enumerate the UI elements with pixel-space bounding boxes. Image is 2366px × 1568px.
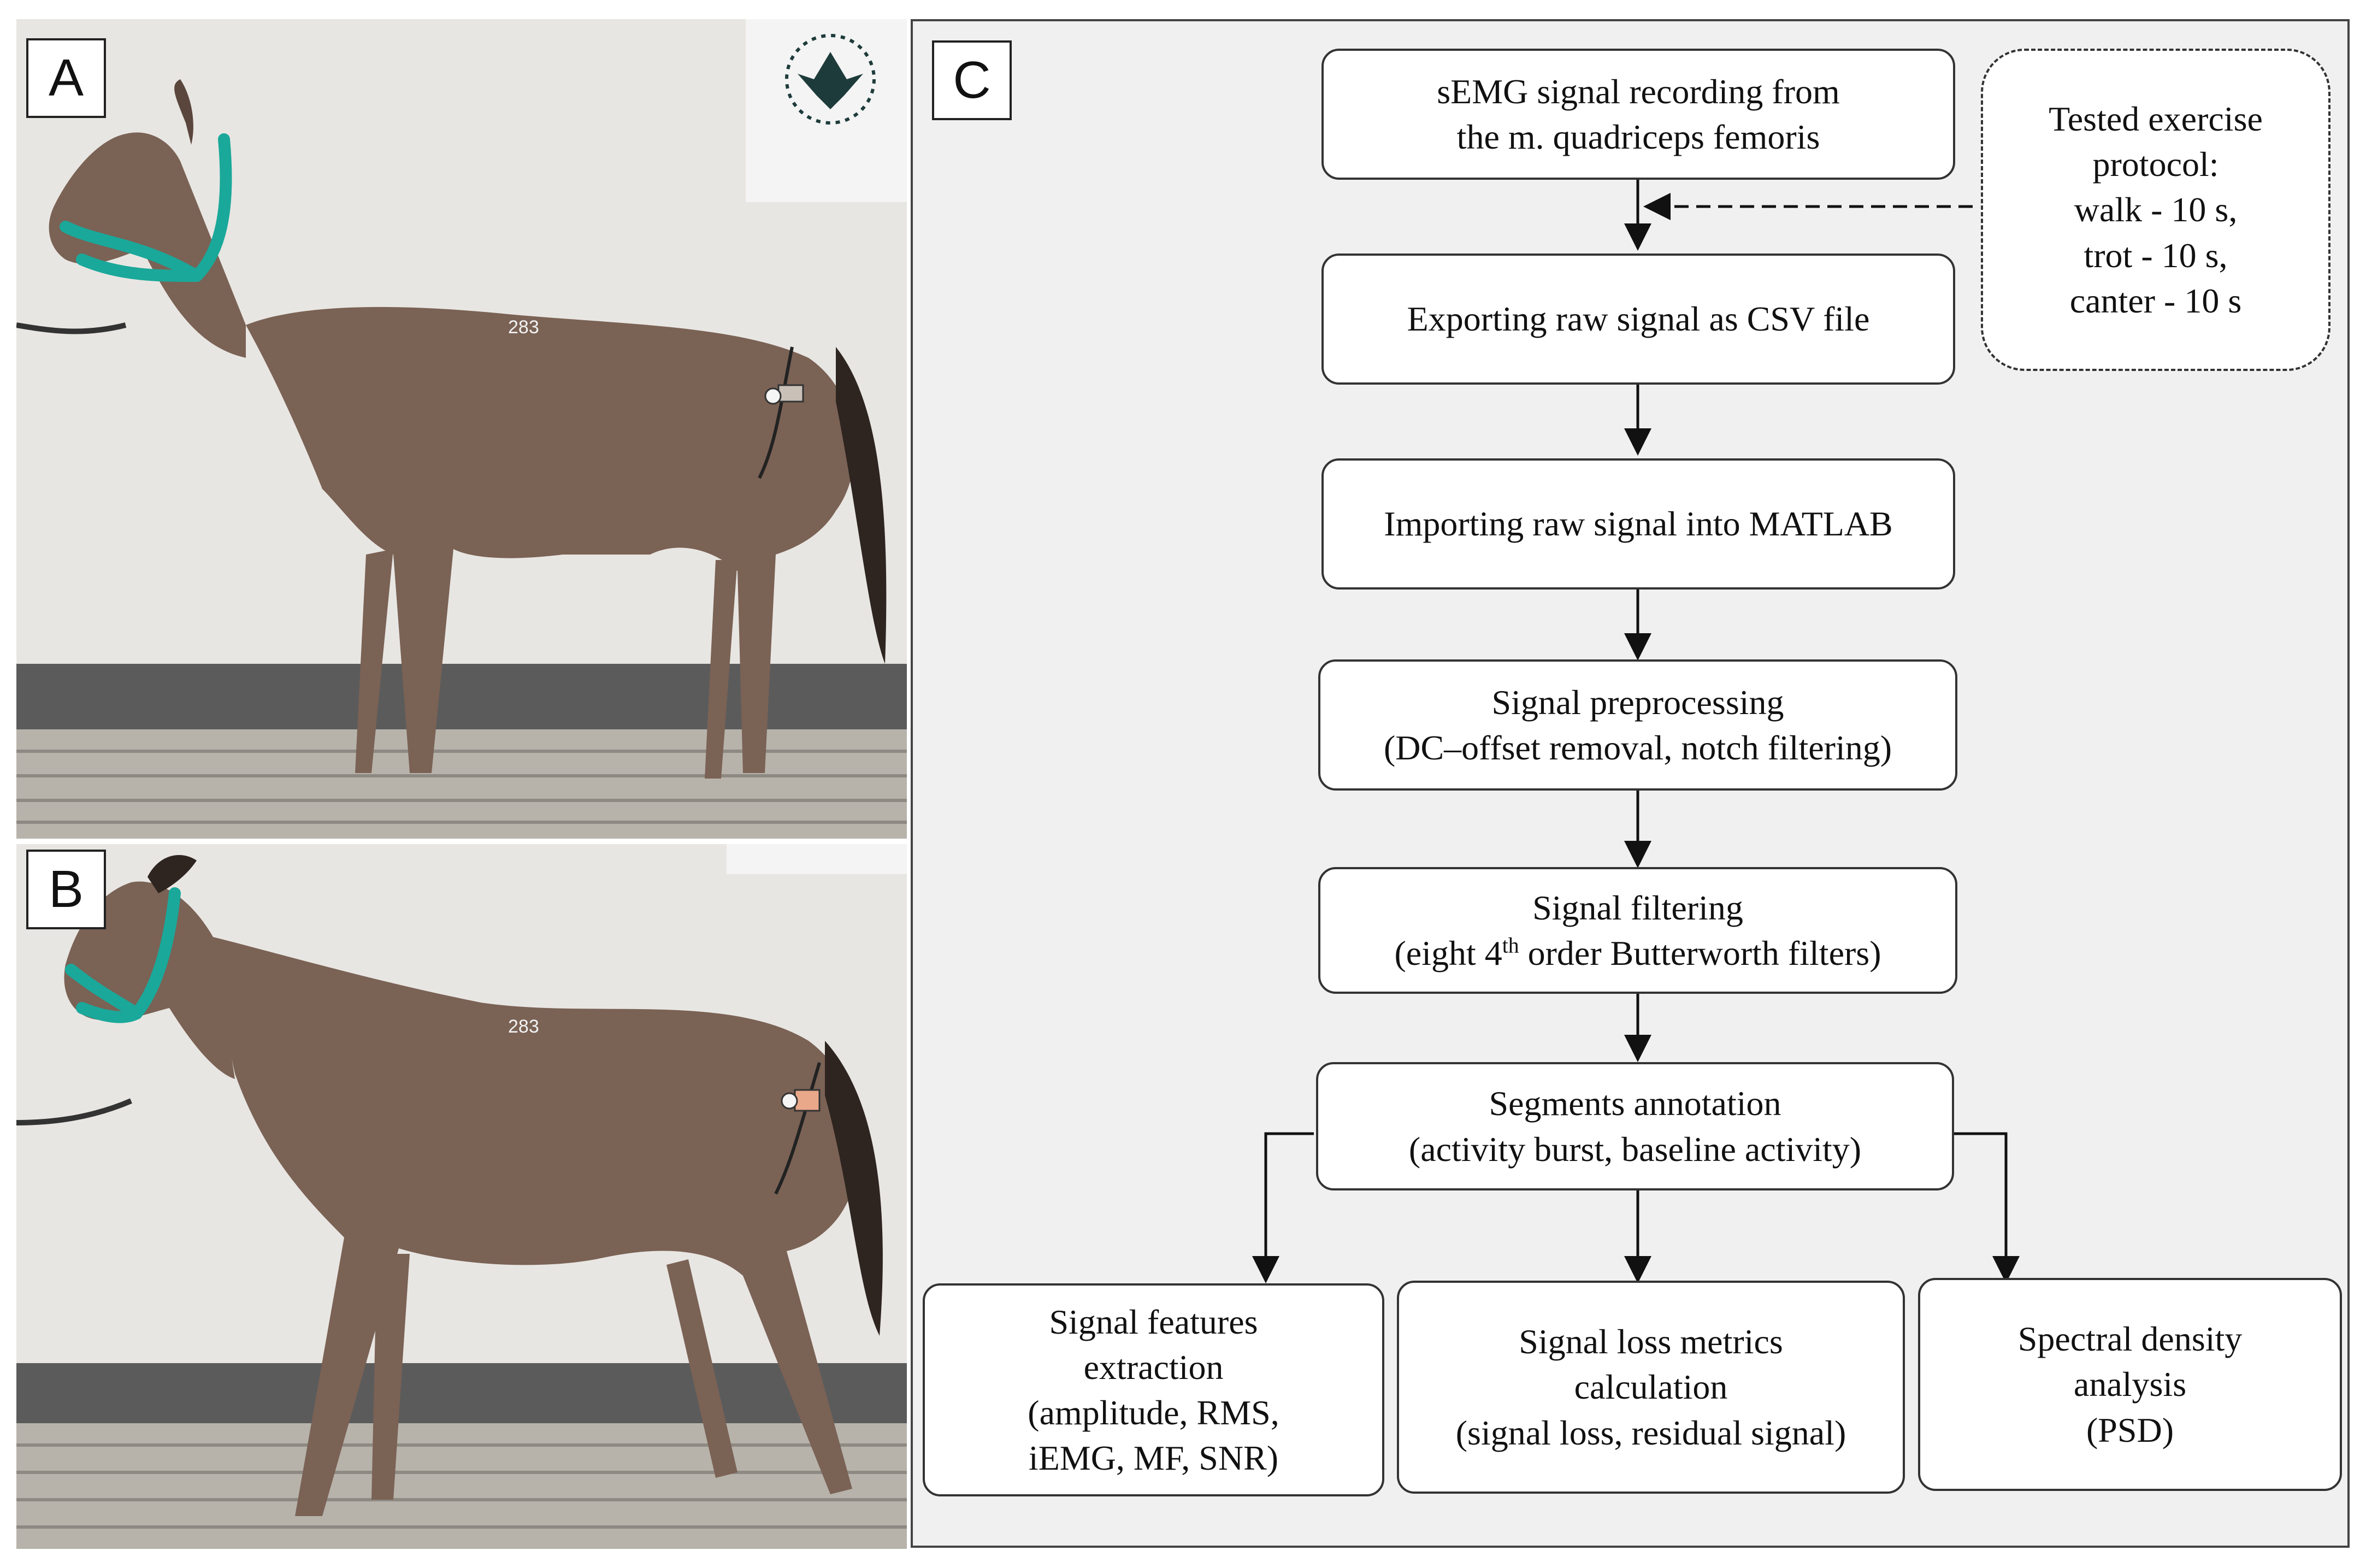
out2-line1: Signal loss metrics — [1519, 1322, 1783, 1361]
output-spectral-density: Spectral density analysis (PSD) — [1918, 1278, 2342, 1491]
step-semg-recording-line2: the m. quadriceps femoris — [1456, 117, 1820, 156]
out3-line3: (PSD) — [2086, 1410, 2174, 1449]
output-feature-extraction: Signal features extraction (amplitude, R… — [923, 1283, 1384, 1496]
photo-panel-b: 283 B — [16, 844, 907, 1549]
step-import-matlab-line1: Importing raw signal into MATLAB — [1384, 504, 1893, 544]
step-filtering: Signal filtering (eight 4th order Butter… — [1318, 867, 1957, 994]
arrow-step6-out3 — [1952, 1132, 2020, 1283]
step-annotation-line2: (activity burst, baseline activity) — [1408, 1129, 1862, 1169]
protocol-line3: walk - 10 s, — [2074, 190, 2238, 229]
semg-sensor-icon — [758, 346, 804, 479]
horse-number-b: 283 — [508, 1016, 539, 1037]
step-filtering-line2-a: (eight 4 — [1394, 934, 1502, 972]
photo-panel-a: 283 A — [16, 19, 907, 839]
step-semg-recording: sEMG signal recording from the m. quadri… — [1321, 49, 1955, 180]
panel-label-a: A — [26, 38, 106, 118]
step-filtering-line2-b: order Butterworth filters) — [1519, 934, 1881, 972]
horse-photo-a: 283 — [16, 19, 907, 839]
flowchart-panel-c: C sEMG signal recording from the m. quad… — [911, 19, 2350, 1548]
step-preprocessing-line1: Signal preprocessing — [1491, 682, 1784, 722]
exercise-protocol-note: Tested exercise protocol: walk - 10 s, t… — [1981, 49, 2330, 371]
step-import-matlab: Importing raw signal into MATLAB — [1321, 458, 1955, 590]
out3-line1: Spectral density — [2017, 1319, 2243, 1359]
out1-line2: extraction — [1083, 1347, 1224, 1387]
protocol-line4: trot - 10 s, — [2084, 235, 2228, 275]
output-signal-loss-metrics: Signal loss metrics calculation (signal … — [1397, 1281, 1905, 1494]
step-preprocessing-line2: (DC–offset removal, notch filtering) — [1383, 728, 1892, 767]
step-filtering-line1: Signal filtering — [1532, 888, 1743, 927]
out2-line2: calculation — [1574, 1367, 1728, 1407]
panel-label-c: C — [932, 40, 1012, 120]
step-segments-annotation: Segments annotation (activity burst, bas… — [1316, 1062, 1954, 1190]
horse-photo-b: 283 — [16, 844, 907, 1549]
panel-label-b: B — [26, 850, 106, 929]
step-filtering-line2-sup: th — [1502, 933, 1519, 958]
flow-connectors — [1252, 180, 2020, 1283]
protocol-line2: protocol: — [2092, 145, 2219, 184]
horse-number-a: 283 — [508, 317, 539, 338]
out1-line3: (amplitude, RMS, — [1028, 1393, 1279, 1432]
semg-sensor-icon-b — [774, 1062, 821, 1195]
arrow-step6-out1 — [1252, 1132, 1314, 1283]
out3-line2: analysis — [2073, 1365, 2187, 1404]
step-semg-recording-line1: sEMG signal recording from — [1437, 72, 1840, 111]
protocol-line5: canter - 10 s — [2069, 281, 2242, 320]
step-export-csv-line1: Exporting raw signal as CSV file — [1407, 299, 1870, 339]
step-filtering-line2: (eight 4th order Butterworth filters) — [1394, 930, 1881, 976]
out1-line1: Signal features — [1049, 1302, 1258, 1341]
step-preprocessing: Signal preprocessing (DC–offset removal,… — [1318, 659, 1957, 791]
protocol-line1: Tested exercise — [2049, 99, 2263, 139]
step-annotation-line1: Segments annotation — [1489, 1084, 1781, 1123]
out2-line3: (signal loss, residual signal) — [1455, 1413, 1846, 1452]
out1-line4: iEMG, MF, SNR) — [1028, 1439, 1279, 1478]
step-export-csv: Exporting raw signal as CSV file — [1321, 254, 1955, 385]
